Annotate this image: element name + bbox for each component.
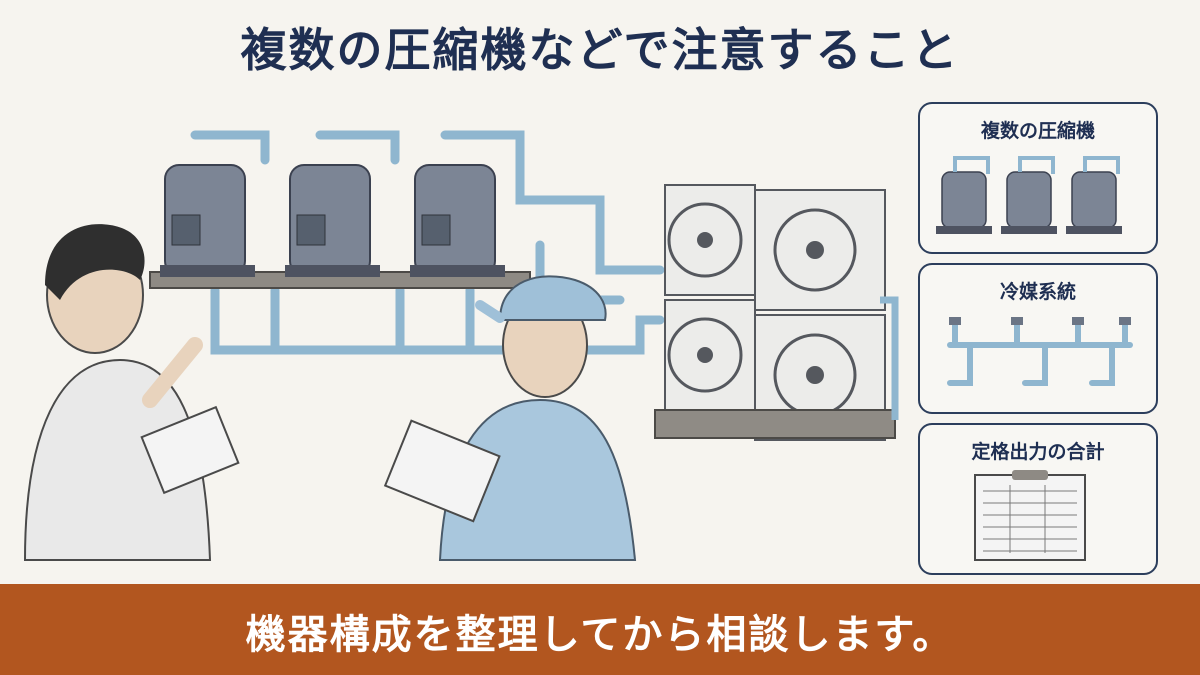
- outdoor-units: [654, 184, 899, 441]
- panel-title: 複数の圧縮機: [980, 120, 1095, 142]
- pipe-network: [190, 130, 665, 355]
- banner-text: 機器構成を整理してから相談します。: [245, 612, 955, 658]
- panel-refrigerant-system: 冷媒系統: [918, 263, 1158, 414]
- refrigerant-piping-icon: [947, 317, 1133, 386]
- panel-compressors: 複数の圧縮機: [918, 102, 1158, 254]
- inspector-left: [23, 224, 240, 561]
- compressor: [160, 164, 255, 277]
- compressors-icon: [936, 156, 1122, 234]
- compressor: [410, 164, 505, 277]
- bottom-banner: 機器構成を整理してから相談します。: [0, 584, 1200, 675]
- page-title: 複数の圧縮機などで注意すること: [240, 23, 960, 77]
- panel-title: 定格出力の合計: [971, 441, 1105, 463]
- main-illustration: [23, 130, 899, 561]
- clipboard-table-icon: [974, 470, 1086, 561]
- compressor: [285, 164, 380, 277]
- technician-right: [383, 275, 637, 561]
- panel-rated-output-total: 定格出力の合計: [918, 423, 1158, 575]
- panel-title: 冷媒系統: [999, 281, 1076, 303]
